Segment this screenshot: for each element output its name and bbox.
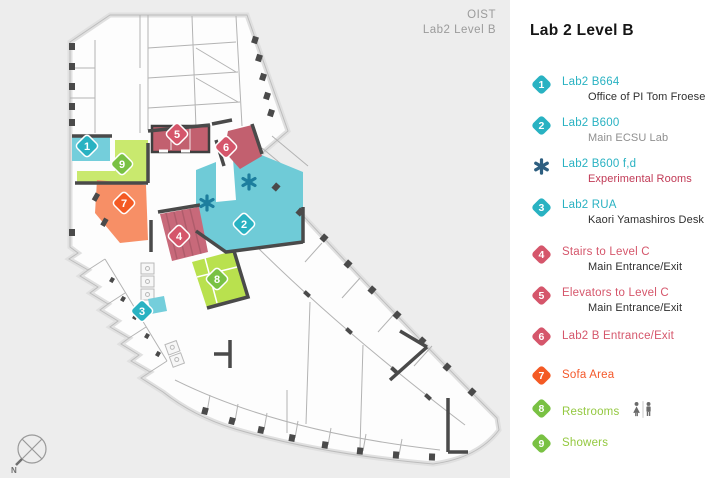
legend-item-sofa: 7 Sofa Area xyxy=(528,363,714,387)
legend-item-label: Sofa Area xyxy=(562,369,615,381)
room-entrance xyxy=(224,125,262,169)
legend-item-b664: 1 Lab2 B664 Office of PI Tom Froese xyxy=(528,72,714,104)
marker-4: 4 xyxy=(167,224,191,248)
marker-9: 9 xyxy=(110,152,134,176)
marker-2: 2 xyxy=(232,212,256,236)
marker-6: 6 xyxy=(214,135,238,159)
legend-item-label: Lab2 B600 xyxy=(562,117,620,129)
legend-marker-7: 7 xyxy=(530,364,552,386)
legend-item-label: Restrooms xyxy=(562,401,655,422)
legend-item-label: Lab2 B664 xyxy=(562,76,620,88)
legend-item-label: Lab2 B Entrance/Exit xyxy=(562,330,675,342)
floor-plan-svg: 1 2 3 4 5 6 7 xyxy=(11,12,502,475)
legend-item-experimental: Lab2 B600 f,d Experimental Rooms xyxy=(528,154,714,186)
legend-item-label: Stairs to Level C xyxy=(562,246,650,258)
room-showers xyxy=(77,140,148,183)
puzzle-icon xyxy=(199,173,257,212)
legend-item-label: Lab2 B600 f,d xyxy=(562,158,637,170)
svg-text:6: 6 xyxy=(223,142,229,154)
map-caption-line1: OIST xyxy=(467,9,496,21)
map-caption-line2: Lab2 Level B xyxy=(422,24,496,36)
legend-item-elevators: 5 Elevators to Level C Main Entrance/Exi… xyxy=(528,283,714,315)
interior-walls-light xyxy=(70,15,466,456)
legend-item-sublabel: Main Entrance/Exit xyxy=(588,261,683,273)
legend-item-b600: 2 Lab2 B600 Main ECSU Lab xyxy=(528,113,714,145)
legend-item-stairs: 4 Stairs to Level C Main Entrance/Exit xyxy=(528,242,714,274)
legend-item-label: Elevators to Level C xyxy=(562,287,669,299)
svg-text:2: 2 xyxy=(241,219,247,231)
map-region: 1 2 3 4 5 6 7 xyxy=(0,0,510,478)
map-caption: OIST Lab2 Level B xyxy=(423,8,496,38)
page-title: Lab 2 Level B xyxy=(530,22,634,39)
marker-3: 3 xyxy=(130,299,154,323)
legend-marker-3: 3 xyxy=(530,196,552,218)
legend-marker-1: 1 xyxy=(530,73,552,95)
puzzle-icon xyxy=(528,154,554,178)
legend-marker-4: 4 xyxy=(530,243,552,265)
legend-item-showers: 9 Showers xyxy=(528,431,714,455)
marker-8: 8 xyxy=(205,267,229,291)
legend-panel: Lab 2 Level B 1 Lab2 B664 Office of PI T… xyxy=(510,0,720,478)
legend-item-rua: 3 Lab2 RUA Kaori Yamashiros Desk xyxy=(528,195,714,227)
legend-item-sublabel: Main ECSU Lab xyxy=(588,132,669,144)
legend-item-label: Showers xyxy=(562,437,609,449)
marker-7: 7 xyxy=(112,191,136,215)
legend-item-sublabel: Main Entrance/Exit xyxy=(588,302,683,314)
svg-text:1: 1 xyxy=(84,141,90,153)
svg-text:5: 5 xyxy=(174,129,180,141)
legend-item-sublabel: Kaori Yamashiros Desk xyxy=(588,214,705,226)
legend-marker-5: 5 xyxy=(530,284,552,306)
legend-marker-2: 2 xyxy=(530,114,552,136)
legend-item-entrance: 6 Lab2 B Entrance/Exit xyxy=(528,324,714,348)
legend-item-sublabel: Experimental Rooms xyxy=(588,173,692,185)
svg-text:8: 8 xyxy=(214,274,220,286)
svg-text:7: 7 xyxy=(121,198,127,210)
legend-item-label: Lab2 RUA xyxy=(562,199,617,211)
svg-text:9: 9 xyxy=(119,159,125,171)
legend-item-sublabel: Office of PI Tom Froese xyxy=(588,91,706,103)
svg-text:3: 3 xyxy=(139,306,145,318)
legend-marker-6: 6 xyxy=(530,325,552,347)
legend-item-restrooms: 8 Restrooms xyxy=(528,396,714,422)
compass-icon: N xyxy=(11,434,47,475)
svg-text:4: 4 xyxy=(176,231,183,243)
marker-5: 5 xyxy=(165,122,189,146)
marker-1: 1 xyxy=(75,134,99,158)
room-main-ecsu-lab xyxy=(196,154,303,252)
legend-marker-9: 9 xyxy=(530,432,552,454)
legend-marker-8: 8 xyxy=(530,397,552,419)
restroom-icon xyxy=(631,401,655,422)
toilet-stalls xyxy=(140,262,186,368)
svg-text:N: N xyxy=(11,466,17,475)
